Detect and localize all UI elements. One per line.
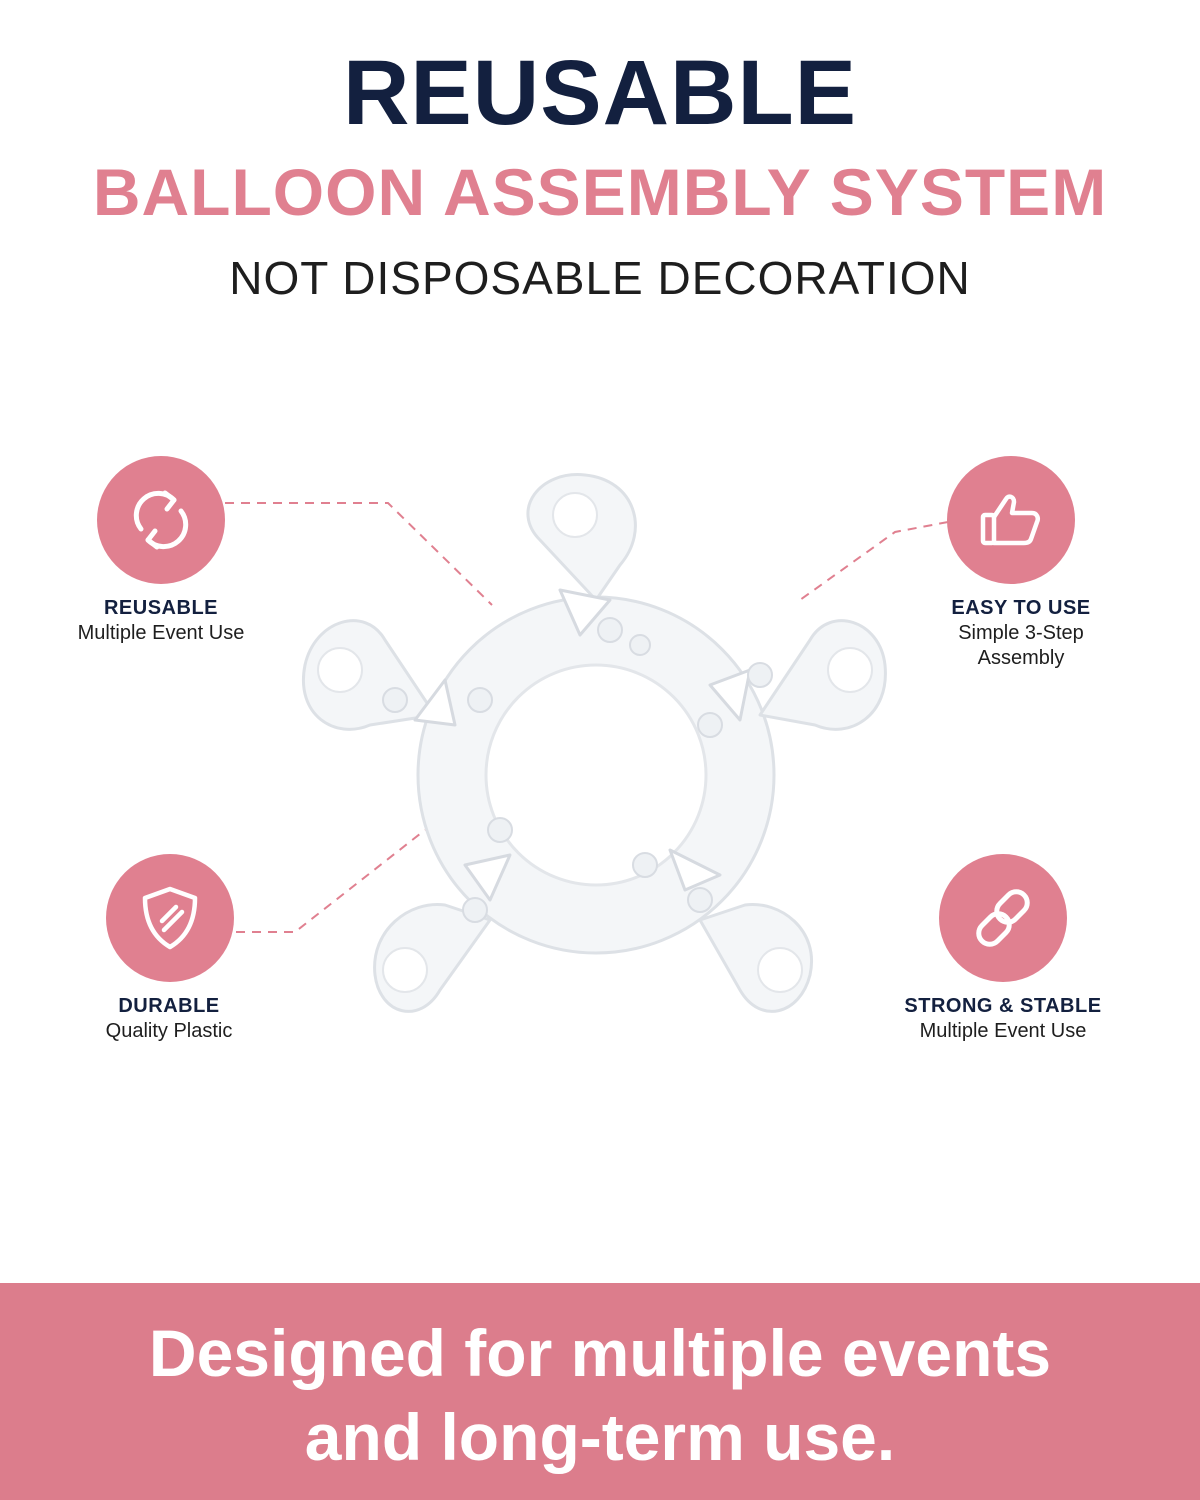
feature-easy-to-use-description: Simple 3-Step Assembly	[958, 622, 1084, 669]
balloon-clip-illustration	[302, 473, 887, 1013]
headline-reusable: REUSABLE	[342, 42, 858, 144]
feature-strong-stable-title: STRONG & STABLE	[904, 995, 1102, 1017]
feature-reusable-badge	[97, 456, 225, 584]
feature-reusable-description: Multiple Event Use	[77, 622, 245, 644]
recycle-arrows-icon	[133, 490, 189, 550]
footer-line-1: Designed for multiple events	[148, 1316, 1052, 1390]
feature-easy-to-use-badge	[947, 456, 1075, 584]
chain-link-icon	[976, 889, 1030, 947]
feature-reusable-title: REUSABLE	[103, 597, 218, 619]
shield-icon	[142, 886, 198, 950]
feature-easy-to-use-title: EASY TO USE	[951, 597, 1091, 619]
feature-strong-stable-badge	[939, 854, 1067, 982]
footer-line-2: and long-term use.	[304, 1400, 896, 1474]
footer-banner: Designed for multiple events and long-te…	[0, 1283, 1200, 1500]
feature-durable-title: DURABLE	[118, 995, 220, 1017]
feature-durable-description: Quality Plastic	[105, 1020, 233, 1042]
feature-strong-stable-description: Multiple Event Use	[919, 1020, 1087, 1042]
headline-not-disposable: NOT DISPOSABLE DECORATION	[229, 252, 971, 304]
thumbs-up-icon	[980, 494, 1041, 546]
headline-balloon-assembly-system: BALLOON ASSEMBLY SYSTEM	[92, 155, 1108, 229]
footer-message: Designed for multiple events and long-te…	[0, 1311, 1200, 1479]
feature-durable-badge	[106, 854, 234, 982]
